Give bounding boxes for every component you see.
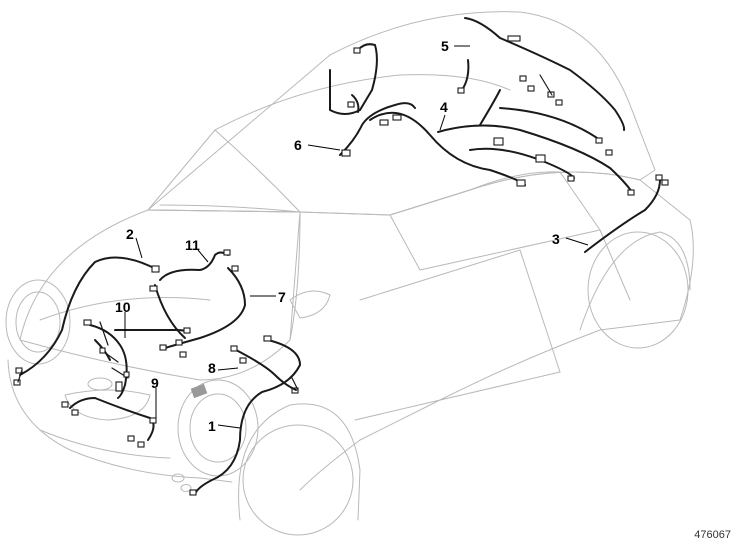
diagram-reference-number: 476067 [694, 529, 731, 541]
rear-wheel-arch [579, 231, 691, 331]
lower-intake [39, 429, 171, 459]
fog-light-right [180, 484, 192, 492]
rear-door-line [599, 229, 631, 301]
side-mirror [289, 290, 331, 319]
harness-10 [83, 319, 191, 399]
windshield-frame [159, 204, 301, 213]
callout-8: 8 [208, 360, 216, 376]
harness-5 [457, 17, 626, 131]
hood-emblem [87, 377, 113, 391]
front-wheel-arch [238, 403, 361, 521]
wiring-harnesses [13, 17, 669, 496]
front-bumper [7, 359, 233, 483]
windshield-outline [147, 129, 301, 213]
harness-6 [329, 43, 416, 157]
harness-4 [369, 75, 635, 196]
door-line [359, 249, 561, 373]
front-wheel [242, 424, 354, 536]
wiper-motor-plate [190, 383, 208, 399]
callout-11: 11 [185, 237, 200, 253]
callout-2: 2 [126, 226, 134, 242]
roof-inner-line [214, 74, 511, 131]
harness-8 [230, 345, 297, 391]
harness-3 [584, 174, 669, 253]
left-headlight [5, 279, 71, 365]
callout-4: 4 [440, 99, 448, 115]
callout-10: 10 [115, 299, 131, 315]
left-headlight-inner [15, 291, 61, 353]
door-bottom [354, 371, 561, 421]
leader-lines [124, 45, 589, 429]
side-window [389, 171, 601, 271]
harness-2 [13, 256, 160, 386]
right-headlight-inner [189, 393, 247, 463]
callout-3: 3 [552, 231, 560, 247]
harness-11 [149, 249, 231, 292]
callout-9: 9 [151, 375, 159, 391]
harness-7 [154, 265, 246, 358]
callout-5: 5 [441, 38, 449, 54]
callout-7: 7 [278, 289, 286, 305]
rear-wheel [587, 231, 689, 349]
callout-6: 6 [294, 137, 302, 153]
fog-light-left [171, 473, 185, 483]
car-body-outline [5, 11, 694, 536]
harness-9 [61, 397, 157, 448]
callout-labels: 1 2 3 4 5 6 7 8 9 10 11 [115, 38, 560, 434]
side-body [289, 171, 694, 491]
callout-1: 1 [208, 418, 216, 434]
